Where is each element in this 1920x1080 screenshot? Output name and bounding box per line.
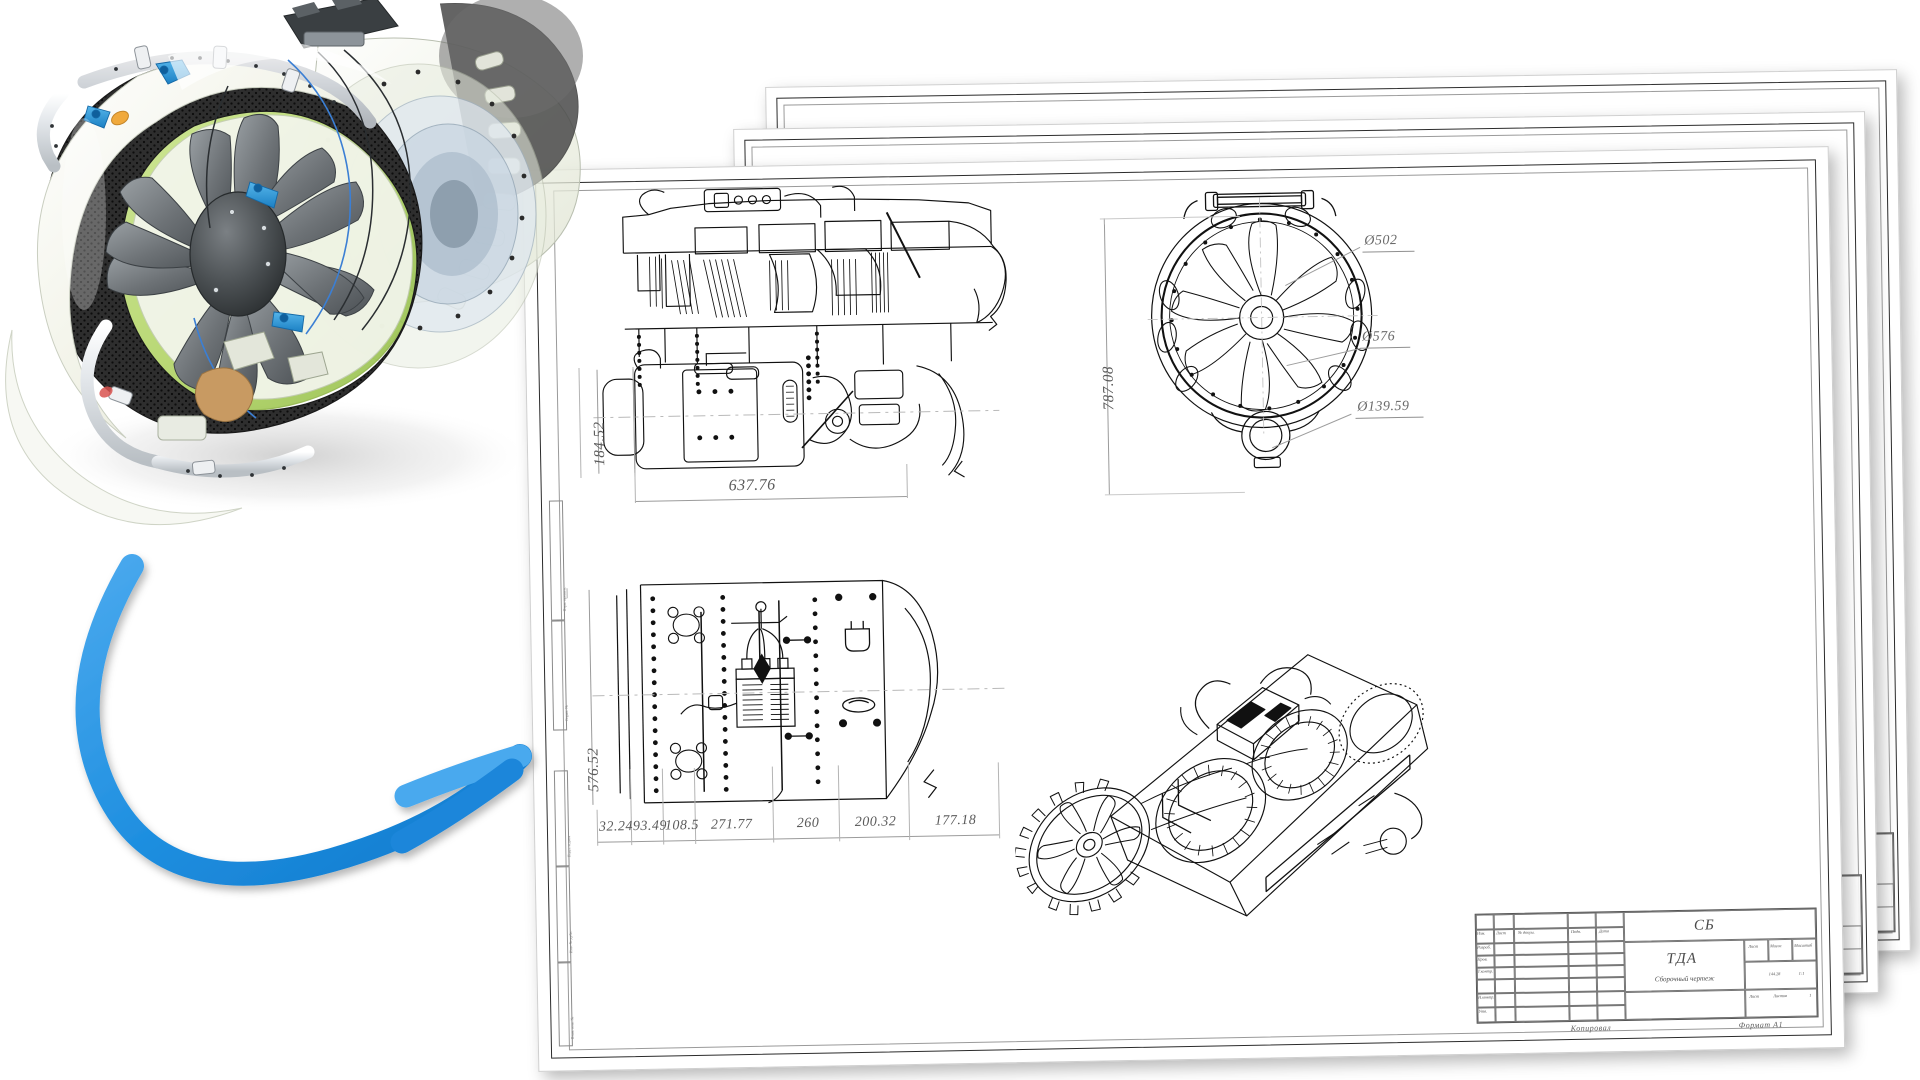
dim-chain-3: 271.77 <box>710 816 753 833</box>
dim-chain-4: 260 <box>796 815 820 832</box>
dim-chain-6: 177.18 <box>934 812 977 829</box>
dim-chain-0: 32.24 <box>598 819 634 835</box>
tb-scale-header: Масштаб <box>1794 942 1813 948</box>
title-block-front[interactable]: СБ ТДА Сборочный чертеж Лист Масса Масшт… <box>1474 907 1819 1024</box>
dim-chain-5: 200.32 <box>854 814 897 831</box>
tb-row5-a: Утв. <box>1478 1008 1488 1014</box>
tb-part-name: ТДА <box>1666 950 1698 968</box>
tb-mass-value: 144.28 <box>1768 971 1781 977</box>
dim-d502-label: Ø502 <box>1364 233 1398 249</box>
external-pipe-assembly <box>36 45 377 478</box>
tb-copied-label: Копировал <box>1570 1023 1612 1033</box>
dim-637-label: 637.76 <box>728 476 776 495</box>
tb-row2-a: Пров. <box>1477 956 1488 962</box>
tb-sheet-header: Лист <box>1748 943 1759 949</box>
dim-chain-1: 93.49 <box>632 818 668 835</box>
tb-row3-a: Т.контр. <box>1477 968 1493 974</box>
view-front[interactable] <box>1131 181 1396 486</box>
dim-576-label: 576.52 <box>585 747 603 792</box>
engine-3d-render[interactable] <box>0 0 728 546</box>
tb-row0-a: Изм. <box>1476 930 1486 936</box>
tb-doc-type: Сборочный чертеж <box>1654 974 1715 984</box>
arrow-stroke <box>75 554 532 886</box>
tb-mass-header: Масса <box>1770 943 1782 949</box>
tb-sheets-label: Листов <box>1773 993 1787 999</box>
stamp-text-4: Инв. № дубл. <box>567 930 574 954</box>
tb-row0-c: № докум. <box>1517 929 1535 935</box>
wiring-harness <box>205 49 412 331</box>
tb-designation: СБ <box>1693 917 1715 934</box>
dim-d139-label: Ø139.59 <box>1357 398 1410 415</box>
drawing-sheet-front[interactable]: Перв. примен. Справ. № Подп. и дата Инв.… <box>521 146 1846 1072</box>
tb-scale-value: 1:1 <box>1798 970 1805 976</box>
view-side-elevation[interactable] <box>586 340 1009 508</box>
stamp-text-5: Взам. инв. № <box>569 1016 575 1040</box>
fan-blade-assembly <box>105 113 375 401</box>
dim-chain-2: 108.5 <box>664 817 700 834</box>
tb-row0-b: Лист <box>1495 930 1506 936</box>
lower-accessories <box>99 110 329 441</box>
top-accessory-gearbox <box>283 0 399 49</box>
dim-d576-label: Ø576 <box>1361 329 1396 345</box>
tb-row0-d: Подп. <box>1570 928 1582 934</box>
spinner-nose-cone <box>189 191 287 317</box>
tb-row0-e: Дата <box>1598 928 1609 934</box>
tb-sheets-value: 1 <box>1809 992 1812 998</box>
dim-787-label: 787.08 <box>1100 365 1118 411</box>
tb-row4-a: Н.контр. <box>1478 994 1495 1000</box>
stamp-text-3: Подп. и дата <box>566 835 572 858</box>
stamp-text-2: Справ. № <box>563 704 569 722</box>
tb-sheet-row: Лист <box>1749 993 1760 999</box>
view-plan-bottom[interactable] <box>582 572 1016 810</box>
tb-row1-a: Разраб. <box>1477 944 1491 950</box>
view-isometric[interactable] <box>1011 592 1437 940</box>
tb-format-label: Формат А1 <box>1738 1020 1784 1030</box>
view-section-top[interactable] <box>618 179 1052 397</box>
